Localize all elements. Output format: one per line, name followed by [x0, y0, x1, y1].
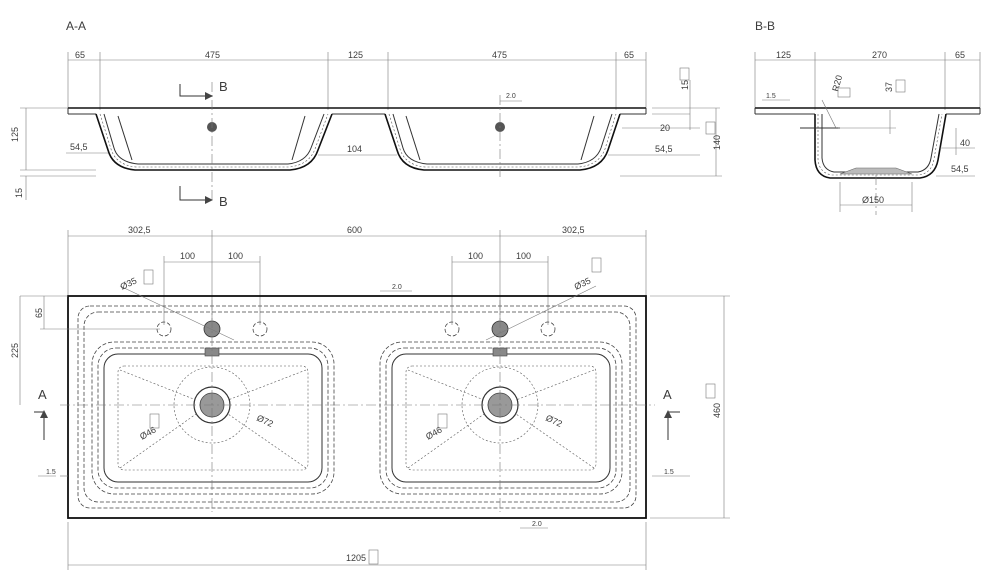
dim-aa-15-bottom: 15 — [14, 188, 24, 198]
dim-plan-225: 225 — [10, 343, 20, 358]
aa-right-dimensions: 15 20 140 54,5 — [608, 67, 722, 177]
dim-plan-65: 65 — [34, 308, 44, 318]
dim-plan-302-left: 302,5 — [128, 225, 151, 235]
dim-aa-54-left: 54,5 — [70, 142, 88, 152]
aa-mid-dimension: 104 — [318, 144, 397, 156]
tolerance-box-icon — [705, 383, 716, 399]
plan-left-dimensions: 65 225 1.5 — [10, 295, 160, 477]
dim-plan-302-right: 302,5 — [562, 225, 585, 235]
tolerance-box-icon — [837, 87, 851, 98]
dim-aa-125-height: 125 — [10, 127, 20, 142]
edge-left: 1.5 — [46, 469, 56, 476]
dim-plan-1205: 1205 — [346, 553, 366, 563]
drain-outer-left: Ø72 — [255, 413, 275, 429]
dim-aa-104: 104 — [347, 144, 362, 154]
dim-hole-100-a: 100 — [180, 251, 195, 261]
tolerance-box-icon — [591, 257, 602, 273]
dim-hole-100-d: 100 — [516, 251, 531, 261]
left-basin — [91, 341, 335, 495]
dim-aa-475-left: 475 — [205, 50, 220, 60]
dim-aa-20: 20 — [660, 123, 670, 133]
aa-top-dimensions: 65 475 125 475 65 — [67, 50, 647, 110]
dim-aa-65-right: 65 — [624, 50, 634, 60]
aa-left-dimensions: 125 54,5 15 — [10, 107, 108, 200]
dim-aa-15-right: 15 — [680, 80, 690, 90]
drain-inner-right: Ø46 — [424, 425, 444, 442]
plan-flatness: 2.0 2.0 — [380, 284, 548, 529]
plan-right-dimensions: 460 1.5 — [650, 295, 730, 519]
countertop-inner-edge — [77, 305, 637, 509]
dim-aa-65-left: 65 — [75, 50, 85, 60]
tolerance-box-icon — [368, 549, 379, 565]
edge-right: 1.5 — [664, 469, 674, 476]
bb-top-dimensions: 125 270 65 — [754, 50, 981, 110]
hole-diam-left: Ø35 — [119, 276, 139, 292]
marker-a-left: A — [38, 387, 47, 402]
section-aa-title: A-A — [66, 19, 86, 33]
dim-bb-65: 65 — [955, 50, 965, 60]
tolerance-box-icon — [437, 413, 448, 429]
section-a-markers: A A — [34, 387, 680, 440]
tolerance-box-icon — [143, 269, 154, 285]
dim-bb-270: 270 — [872, 50, 887, 60]
aa-section-body — [67, 82, 647, 200]
plan-hole-spacing: 100 100 100 100 — [163, 251, 549, 325]
bb-right-dimensions: 40 54,5 — [936, 128, 975, 177]
countertop-inner-edge-2 — [83, 311, 631, 503]
aa-flatness-callout: 2.0 — [500, 93, 522, 102]
dim-plan-460: 460 — [712, 403, 722, 418]
drain-inner-left: Ø46 — [138, 425, 158, 442]
dim-bb-54: 54,5 — [951, 164, 969, 174]
drain-outer-right: Ø72 — [544, 413, 564, 429]
dim-bb-150: Ø150 — [862, 195, 884, 205]
tolerance-box-icon — [149, 413, 160, 429]
section-bb-title: B-B — [755, 19, 775, 33]
marker-a-right: A — [663, 387, 672, 402]
plan-flatness-bottom: 2.0 — [532, 521, 542, 528]
right-basin — [379, 341, 623, 495]
section-b-markers: B B — [179, 79, 228, 209]
tolerance-box-icon — [705, 121, 716, 135]
countertop-outline — [67, 295, 647, 519]
hole-diameter-callouts: Ø35 Ø35 — [119, 257, 602, 292]
marker-b-top: B — [219, 79, 228, 94]
bb-depth: 37 — [884, 82, 894, 92]
plan-bottom-dimension: 1205 — [67, 522, 647, 570]
aa-flatness-value: 2.0 — [506, 93, 516, 100]
tolerance-box-icon — [895, 79, 906, 93]
dim-hole-100-c: 100 — [468, 251, 483, 261]
bb-bottom-dimension: Ø150 — [839, 182, 913, 212]
bb-flatness-value: 1.5 — [766, 93, 776, 100]
bb-callouts: 1.5 R20 37 — [762, 74, 906, 134]
dim-bb-40: 40 — [960, 138, 970, 148]
bb-section-body — [754, 107, 981, 215]
bb-radius: R20 — [830, 74, 844, 93]
dim-hole-100-b: 100 — [228, 251, 243, 261]
tolerance-box-icon — [679, 67, 690, 81]
dim-aa-475-right: 475 — [492, 50, 507, 60]
tap-holes — [119, 285, 597, 341]
dim-plan-600: 600 — [347, 225, 362, 235]
plan-centerlines — [60, 300, 655, 512]
dim-aa-125: 125 — [348, 50, 363, 60]
plan-flatness-top: 2.0 — [392, 284, 402, 291]
marker-b-bottom: B — [219, 194, 228, 209]
dim-aa-140: 140 — [712, 135, 722, 150]
dim-aa-54-right: 54,5 — [655, 144, 673, 154]
dim-bb-125: 125 — [776, 50, 791, 60]
